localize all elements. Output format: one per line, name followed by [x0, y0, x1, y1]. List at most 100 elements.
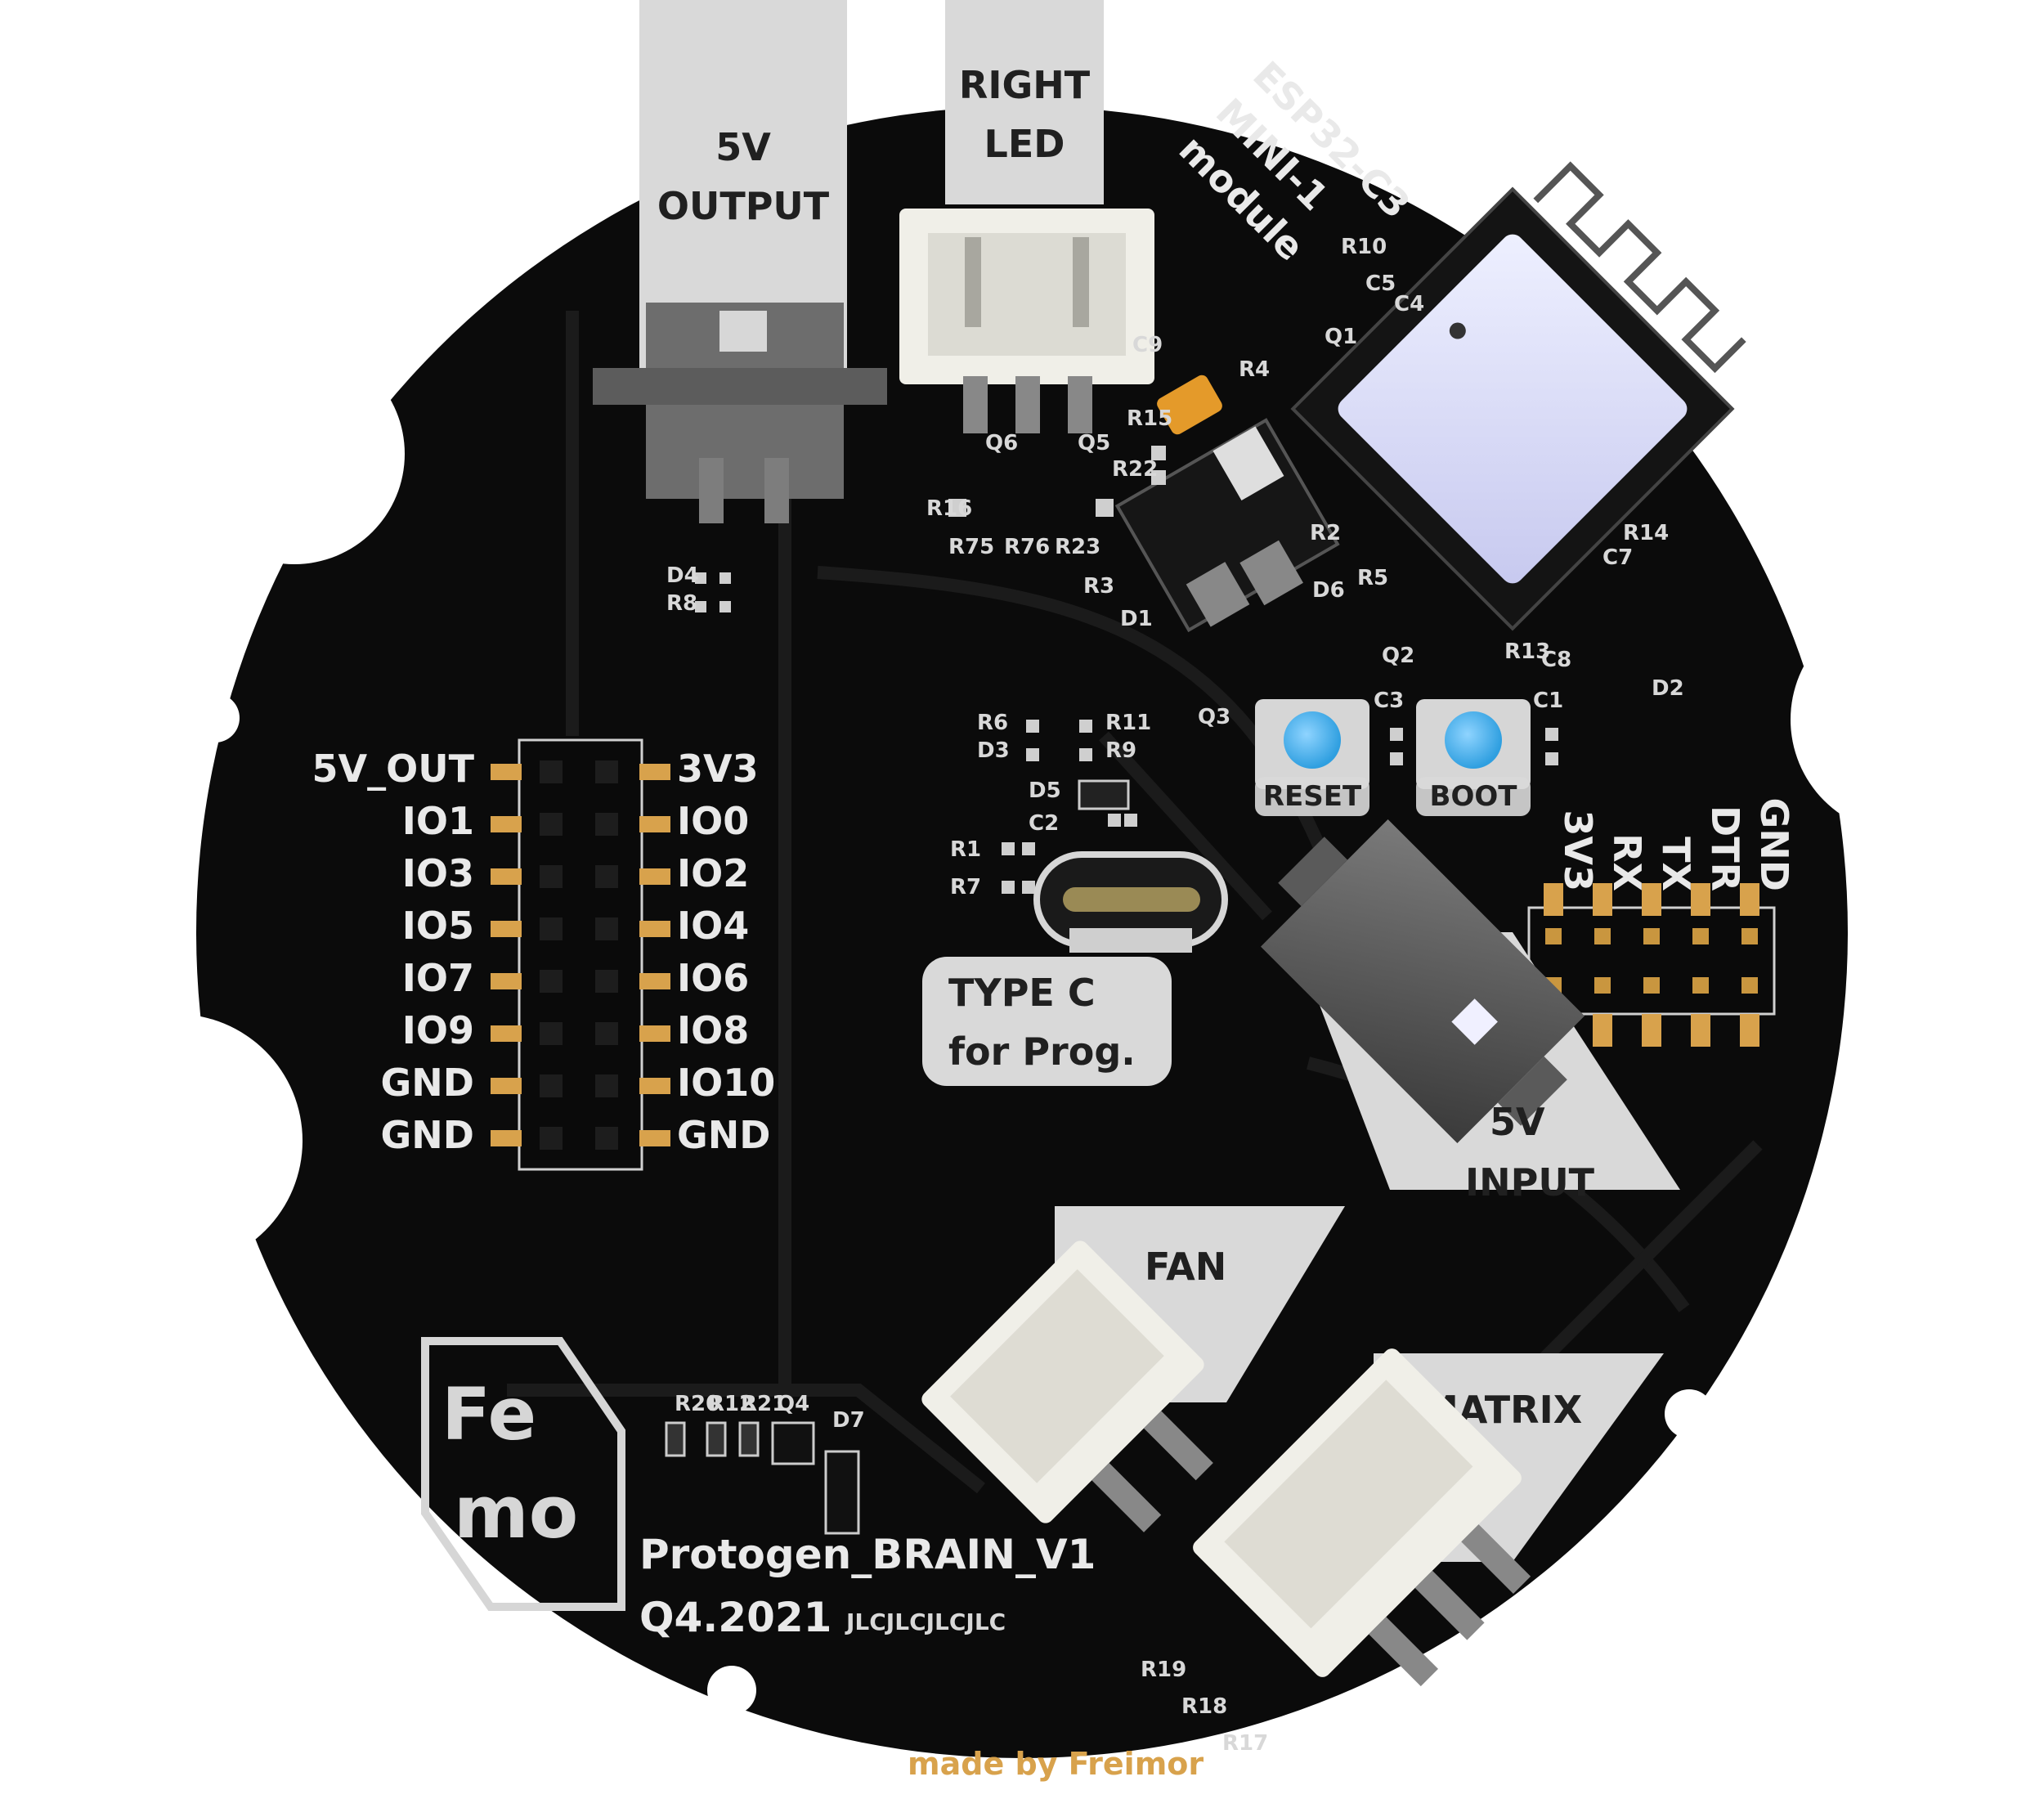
- output-5v-connector: 5V OUTPUT: [593, 0, 887, 523]
- typec-label: TYPE C for Prog.: [922, 957, 1172, 1086]
- gpio-pad: [491, 1025, 522, 1042]
- gpio-pad: [491, 921, 522, 937]
- uart-pin: [1545, 928, 1562, 944]
- refdes-r2: R2: [1310, 521, 1341, 545]
- gpio-pad: [639, 973, 670, 989]
- right-led-label-line2: LED: [984, 122, 1065, 166]
- uart-pin: [1692, 977, 1709, 994]
- gpio-pad: [491, 868, 522, 885]
- refdes-r23: R23: [1055, 535, 1100, 559]
- gpio-pad: [639, 1078, 670, 1094]
- uart-pin: [1643, 977, 1660, 994]
- refdes-r11: R11: [1105, 711, 1151, 735]
- gpio-pin-socket: [540, 865, 563, 888]
- gpio-pin-socket: [595, 760, 618, 783]
- refdes-q4: Q4: [777, 1392, 809, 1416]
- input-5v-connector: 5V INPUT: [1261, 819, 1680, 1205]
- refdes-r7: R7: [950, 875, 981, 900]
- gpio-pin-socket: [540, 760, 563, 783]
- input-5v-label-line2: INPUT: [1465, 1160, 1595, 1205]
- gpio-right-pin-label: IO10: [677, 1061, 775, 1105]
- refdes-r3: R3: [1083, 574, 1114, 599]
- board-name: Protogen_BRAIN_V1: [639, 1531, 1096, 1578]
- refdes-d3: D3: [977, 738, 1010, 763]
- output-5v-label-line2: OUTPUT: [657, 184, 830, 228]
- fan-connector: FAN: [921, 1206, 1345, 1532]
- refdes-c7: C7: [1602, 545, 1633, 570]
- output-5v-label-line1: 5V: [715, 125, 771, 169]
- fab-code: JLCJLCJLCJLC: [845, 1608, 1006, 1635]
- refdes-c2: C2: [1029, 811, 1059, 836]
- gpio-right-pin-label: 3V3: [677, 747, 759, 791]
- gpio-right-pin-label: IO2: [677, 851, 749, 895]
- uart-pad: [1642, 1014, 1661, 1047]
- refdes-d5: D5: [1029, 778, 1061, 803]
- refdes-r21: R21: [741, 1392, 787, 1416]
- refdes-group-left: D4 R8 Q6 Q5 R15 R22 R16 R75 R76 R23 R2 R…: [666, 235, 1684, 1756]
- uart-pad: [1642, 883, 1661, 916]
- gpio-pad: [639, 764, 670, 780]
- refdes-r1: R1: [950, 837, 981, 862]
- board-info: Protogen_BRAIN_V1 Q4.2021 JLCJLCJLCJLC m…: [639, 1531, 1204, 1782]
- refdes-c4: C4: [1394, 292, 1424, 316]
- uart-pin-label: 3V3: [1556, 810, 1600, 891]
- refdes-r9: R9: [1105, 738, 1136, 763]
- refdes-c8: C8: [1541, 648, 1571, 672]
- reset-label-bg: RESET: [1255, 777, 1369, 816]
- refdes-d6: D6: [1312, 578, 1345, 603]
- gpio-left-pin-label: IO1: [402, 799, 474, 843]
- refdes-q3: Q3: [1198, 705, 1230, 729]
- refdes-d4: D4: [666, 563, 699, 588]
- refdes-r13: R13: [1504, 639, 1550, 664]
- refdes-c9: C9: [1132, 333, 1163, 357]
- gpio-pin-socket: [540, 1022, 563, 1045]
- refdes-c3: C3: [1374, 689, 1404, 713]
- gpio-right-pin-label: IO8: [677, 1008, 749, 1052]
- refdes-r4: R4: [1239, 357, 1270, 382]
- mounting-holes: [191, 56, 1714, 1715]
- refdes-r14: R14: [1623, 521, 1669, 545]
- gpio-pin-socket: [540, 970, 563, 993]
- fan-label: FAN: [1145, 1245, 1226, 1289]
- refdes-c5: C5: [1365, 271, 1396, 296]
- gpio-pin-socket: [595, 865, 618, 888]
- yellow-capacitor: [1157, 375, 1222, 435]
- uart-pad: [1593, 1014, 1612, 1047]
- uart-pin-label: GND: [1752, 798, 1796, 891]
- refdes-d1: D1: [1120, 607, 1153, 631]
- gpio-pin-socket: [595, 1074, 618, 1097]
- refdes-q2: Q2: [1382, 644, 1414, 668]
- gpio-left-pin-label: 5V_OUT: [312, 747, 475, 791]
- reset-text: RESET: [1263, 780, 1362, 813]
- gpio-pin-socket: [540, 1127, 563, 1150]
- refdes-r22: R22: [1112, 457, 1158, 482]
- gpio-pad: [491, 973, 522, 989]
- uart-pin: [1643, 928, 1660, 944]
- gpio-right-pin-label: GND: [677, 1113, 770, 1157]
- gpio-left-pin-label: GND: [381, 1061, 474, 1105]
- uart-pin: [1594, 928, 1611, 944]
- typec-label-line2: for Prog.: [948, 1030, 1136, 1074]
- svg-text:mo: mo: [454, 1470, 578, 1555]
- gpio-pin-socket: [595, 813, 618, 836]
- boot-button[interactable]: [1416, 699, 1531, 789]
- refdes-r18: R18: [1181, 1694, 1227, 1719]
- uart-pin-label: DTR: [1703, 805, 1747, 891]
- gpio-header: [491, 738, 670, 1171]
- gpio-pin-socket: [595, 1022, 618, 1045]
- uart-pad: [1740, 1014, 1759, 1047]
- uart-pad: [1740, 883, 1759, 916]
- freimor-logo: Fe mo: [421, 1337, 625, 1611]
- board-date: Q4.2021: [639, 1594, 831, 1641]
- refdes-r5: R5: [1357, 566, 1388, 590]
- gpio-pad: [639, 1130, 670, 1146]
- gpio-right-pin-label: IO0: [677, 799, 749, 843]
- refdes-q6: Q6: [985, 431, 1018, 455]
- refdes-c1: C1: [1533, 689, 1563, 713]
- gpio-right-pin-label: IO4: [677, 904, 749, 948]
- gpio-left-pin-label: IO3: [402, 851, 474, 895]
- uart-pin: [1741, 928, 1758, 944]
